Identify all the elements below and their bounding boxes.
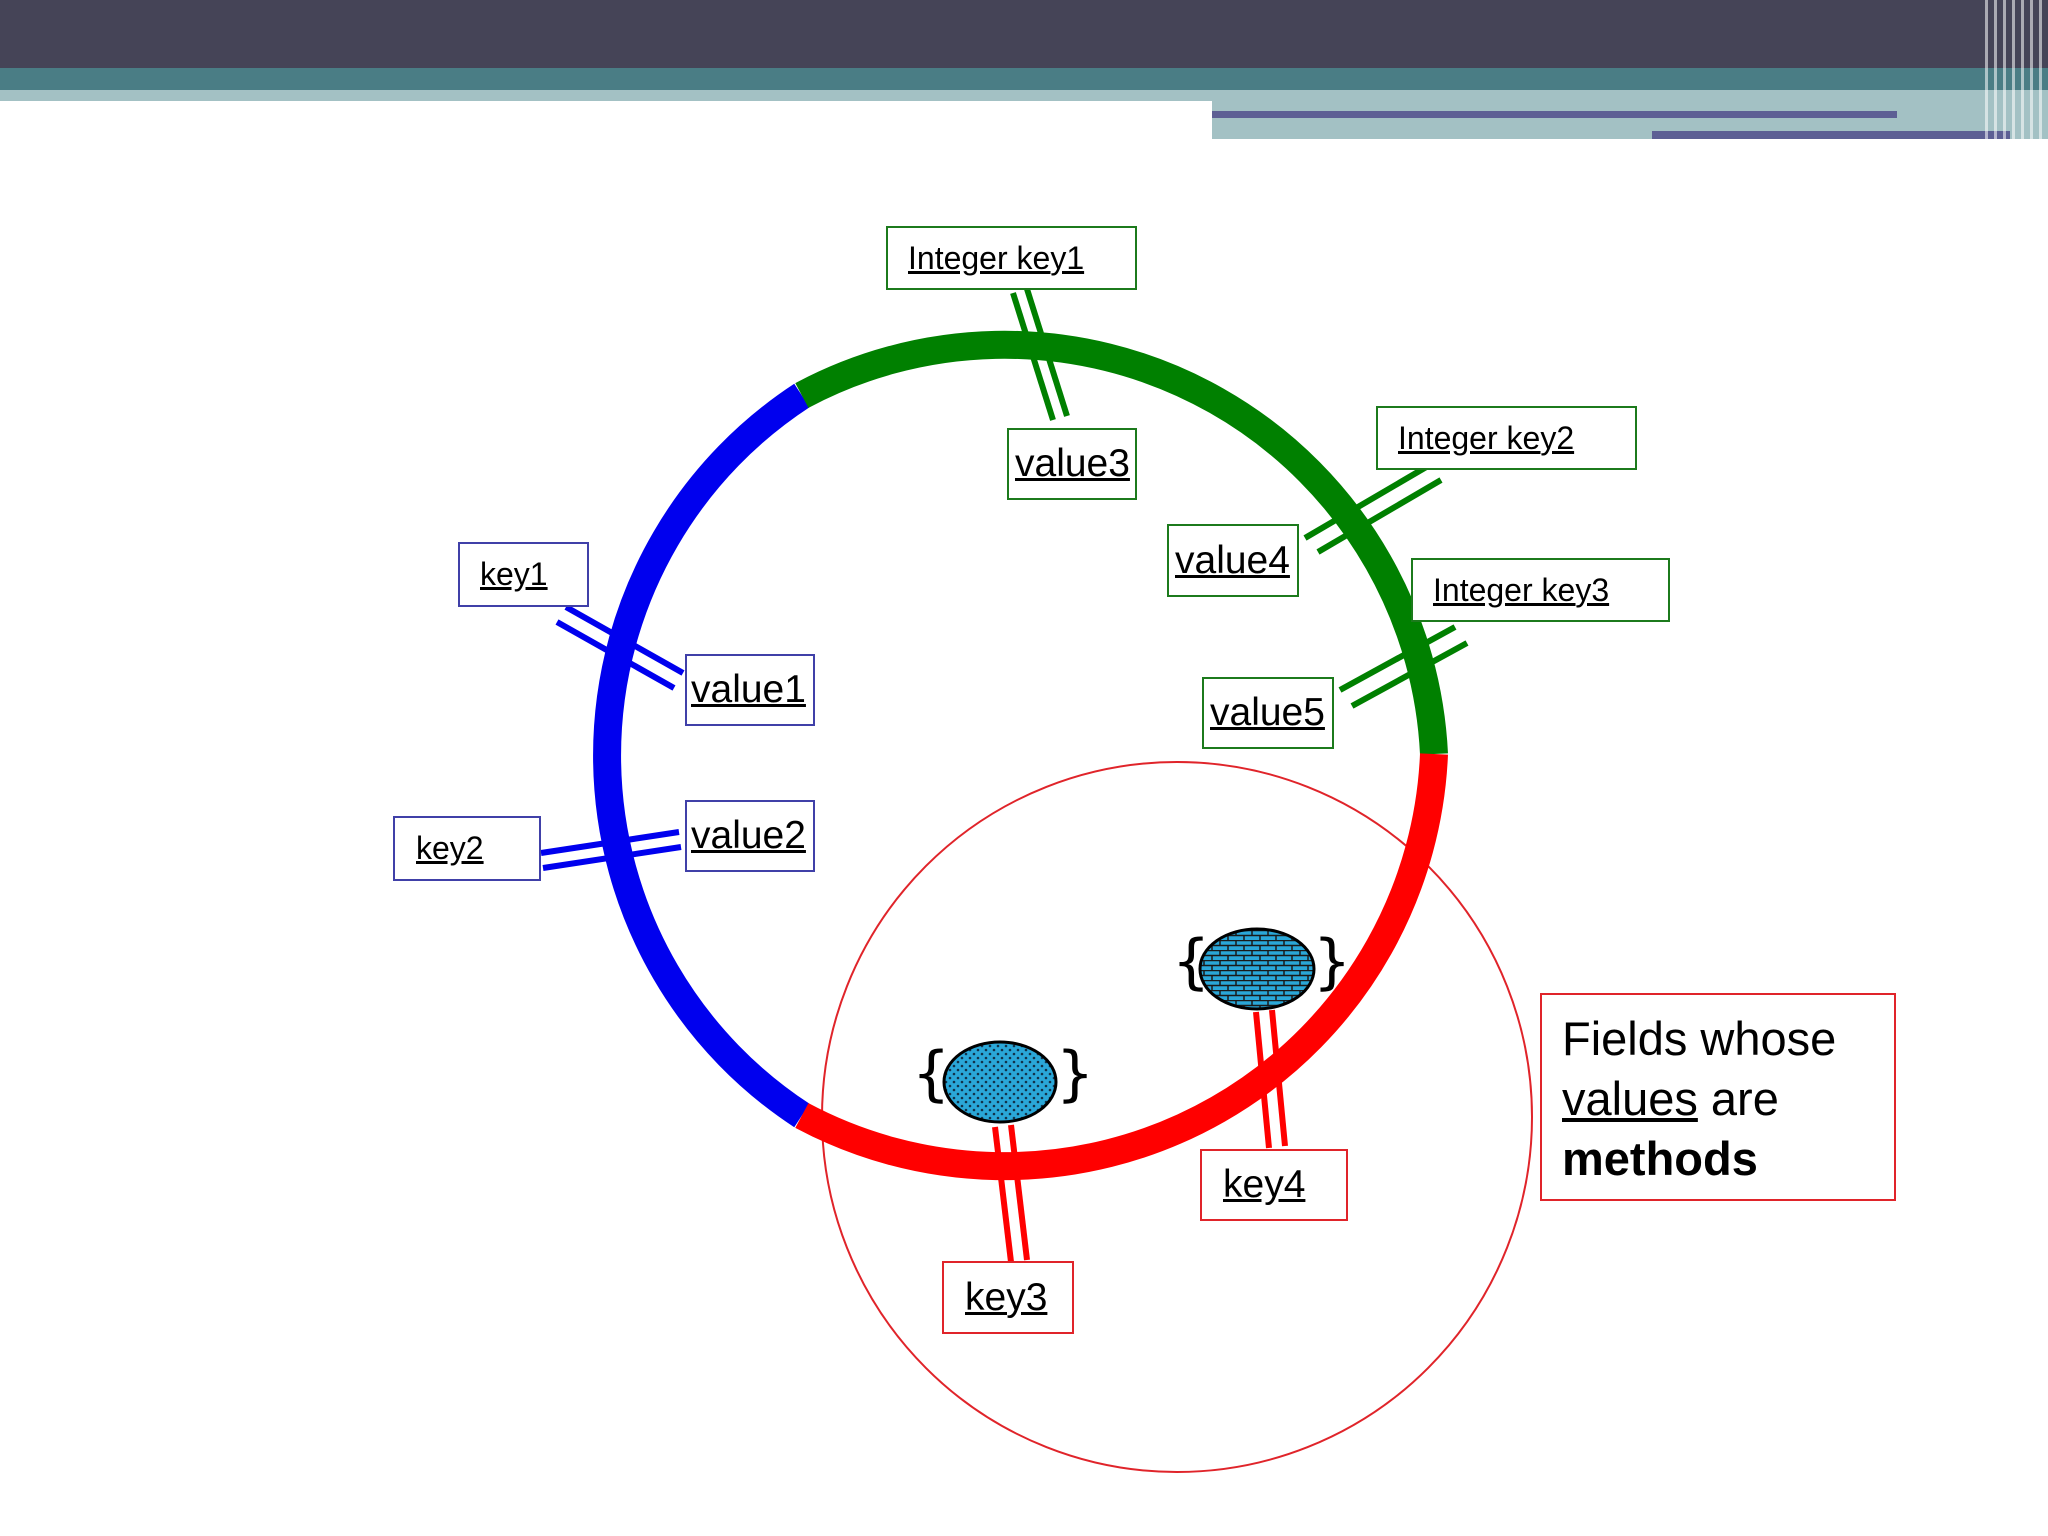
header-teal-band [0, 68, 2048, 90]
label-value5: value5 [1202, 677, 1334, 749]
ring-segment-red [795, 753, 1448, 1181]
header-stripes [1985, 0, 2048, 139]
label-integer-key1: Integer key1 [886, 226, 1137, 290]
connector-key4 [1253, 1009, 1288, 1149]
label-value4: value4 [1167, 524, 1299, 597]
label-integer-key3: Integer key3 [1411, 558, 1670, 622]
label-value1: value1 [685, 654, 815, 726]
method-object-icon-key4 [1198, 927, 1316, 1011]
label-value3: value3 [1007, 428, 1137, 500]
label-integer-key2: Integer key2 [1376, 406, 1637, 470]
header-accent-line-short [1652, 131, 2010, 139]
label-value2: value2 [685, 800, 815, 872]
label-key1: key1 [458, 542, 589, 607]
header-bar [0, 0, 2048, 68]
connector-key3 [992, 1124, 1030, 1263]
label-key3: key3 [942, 1261, 1074, 1334]
connector-integer-key3 [1338, 624, 1469, 709]
label-key2: key2 [393, 816, 541, 881]
brace-close-key3: } [1056, 1039, 1095, 1109]
brace-open-key3: { [912, 1039, 951, 1109]
connector-key2 [540, 829, 682, 871]
header-accent-line [1212, 111, 1897, 118]
callout-line2: values are [1562, 1069, 1894, 1129]
connector-integer-key2 [1303, 463, 1443, 555]
brace-open-key4: { [1172, 927, 1211, 997]
header-light-band [0, 90, 1212, 101]
callout-line3: methods [1562, 1132, 1758, 1185]
brace-close-key4: } [1313, 927, 1352, 997]
connector-key1 [555, 604, 685, 691]
callout-line1: Fields whose [1562, 1012, 1837, 1065]
ring-segment-green [795, 330, 1448, 755]
connector-integer-key1 [1010, 288, 1070, 421]
callout-line2-rest: are [1697, 1072, 1779, 1125]
method-object-icon-key3 [942, 1040, 1058, 1124]
ring-segment-blue [593, 383, 810, 1128]
label-key4: key4 [1200, 1149, 1348, 1221]
callout-values-word: values [1562, 1072, 1698, 1125]
methods-callout-box: Fields whose values are methods [1540, 993, 1896, 1201]
